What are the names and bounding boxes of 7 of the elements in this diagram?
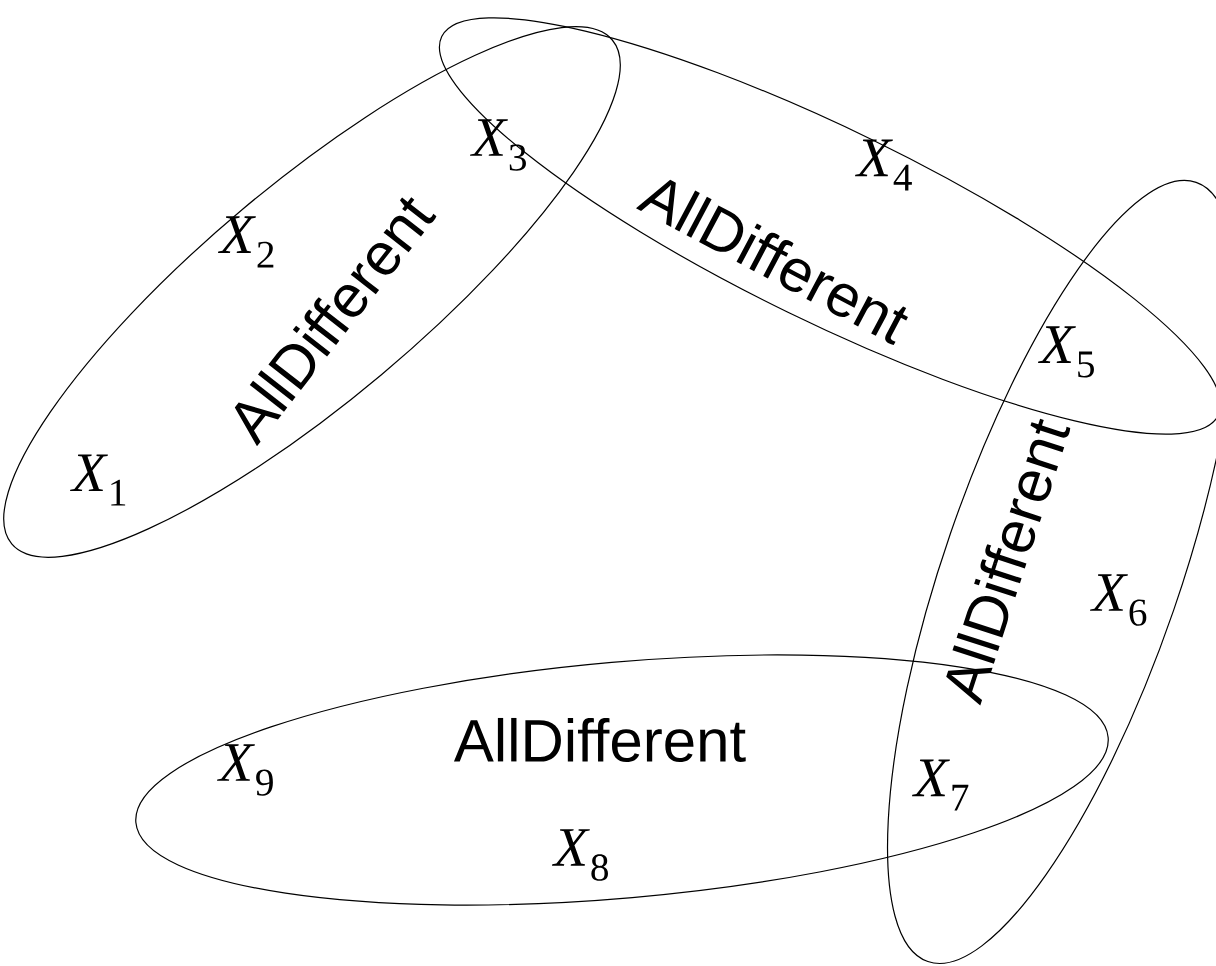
variable-label: X$_{8}$	[552, 829, 608, 881]
variable-label: X$_{9}$	[217, 744, 273, 796]
variable-label: X$_{3}$	[470, 119, 526, 171]
variable-label: X$_{6}$	[1090, 574, 1147, 626]
variable-label: X$_{7}$	[912, 759, 969, 811]
variable-label: X$_{1}$	[70, 454, 126, 506]
variable-label: X$_{5}$	[1038, 326, 1094, 378]
